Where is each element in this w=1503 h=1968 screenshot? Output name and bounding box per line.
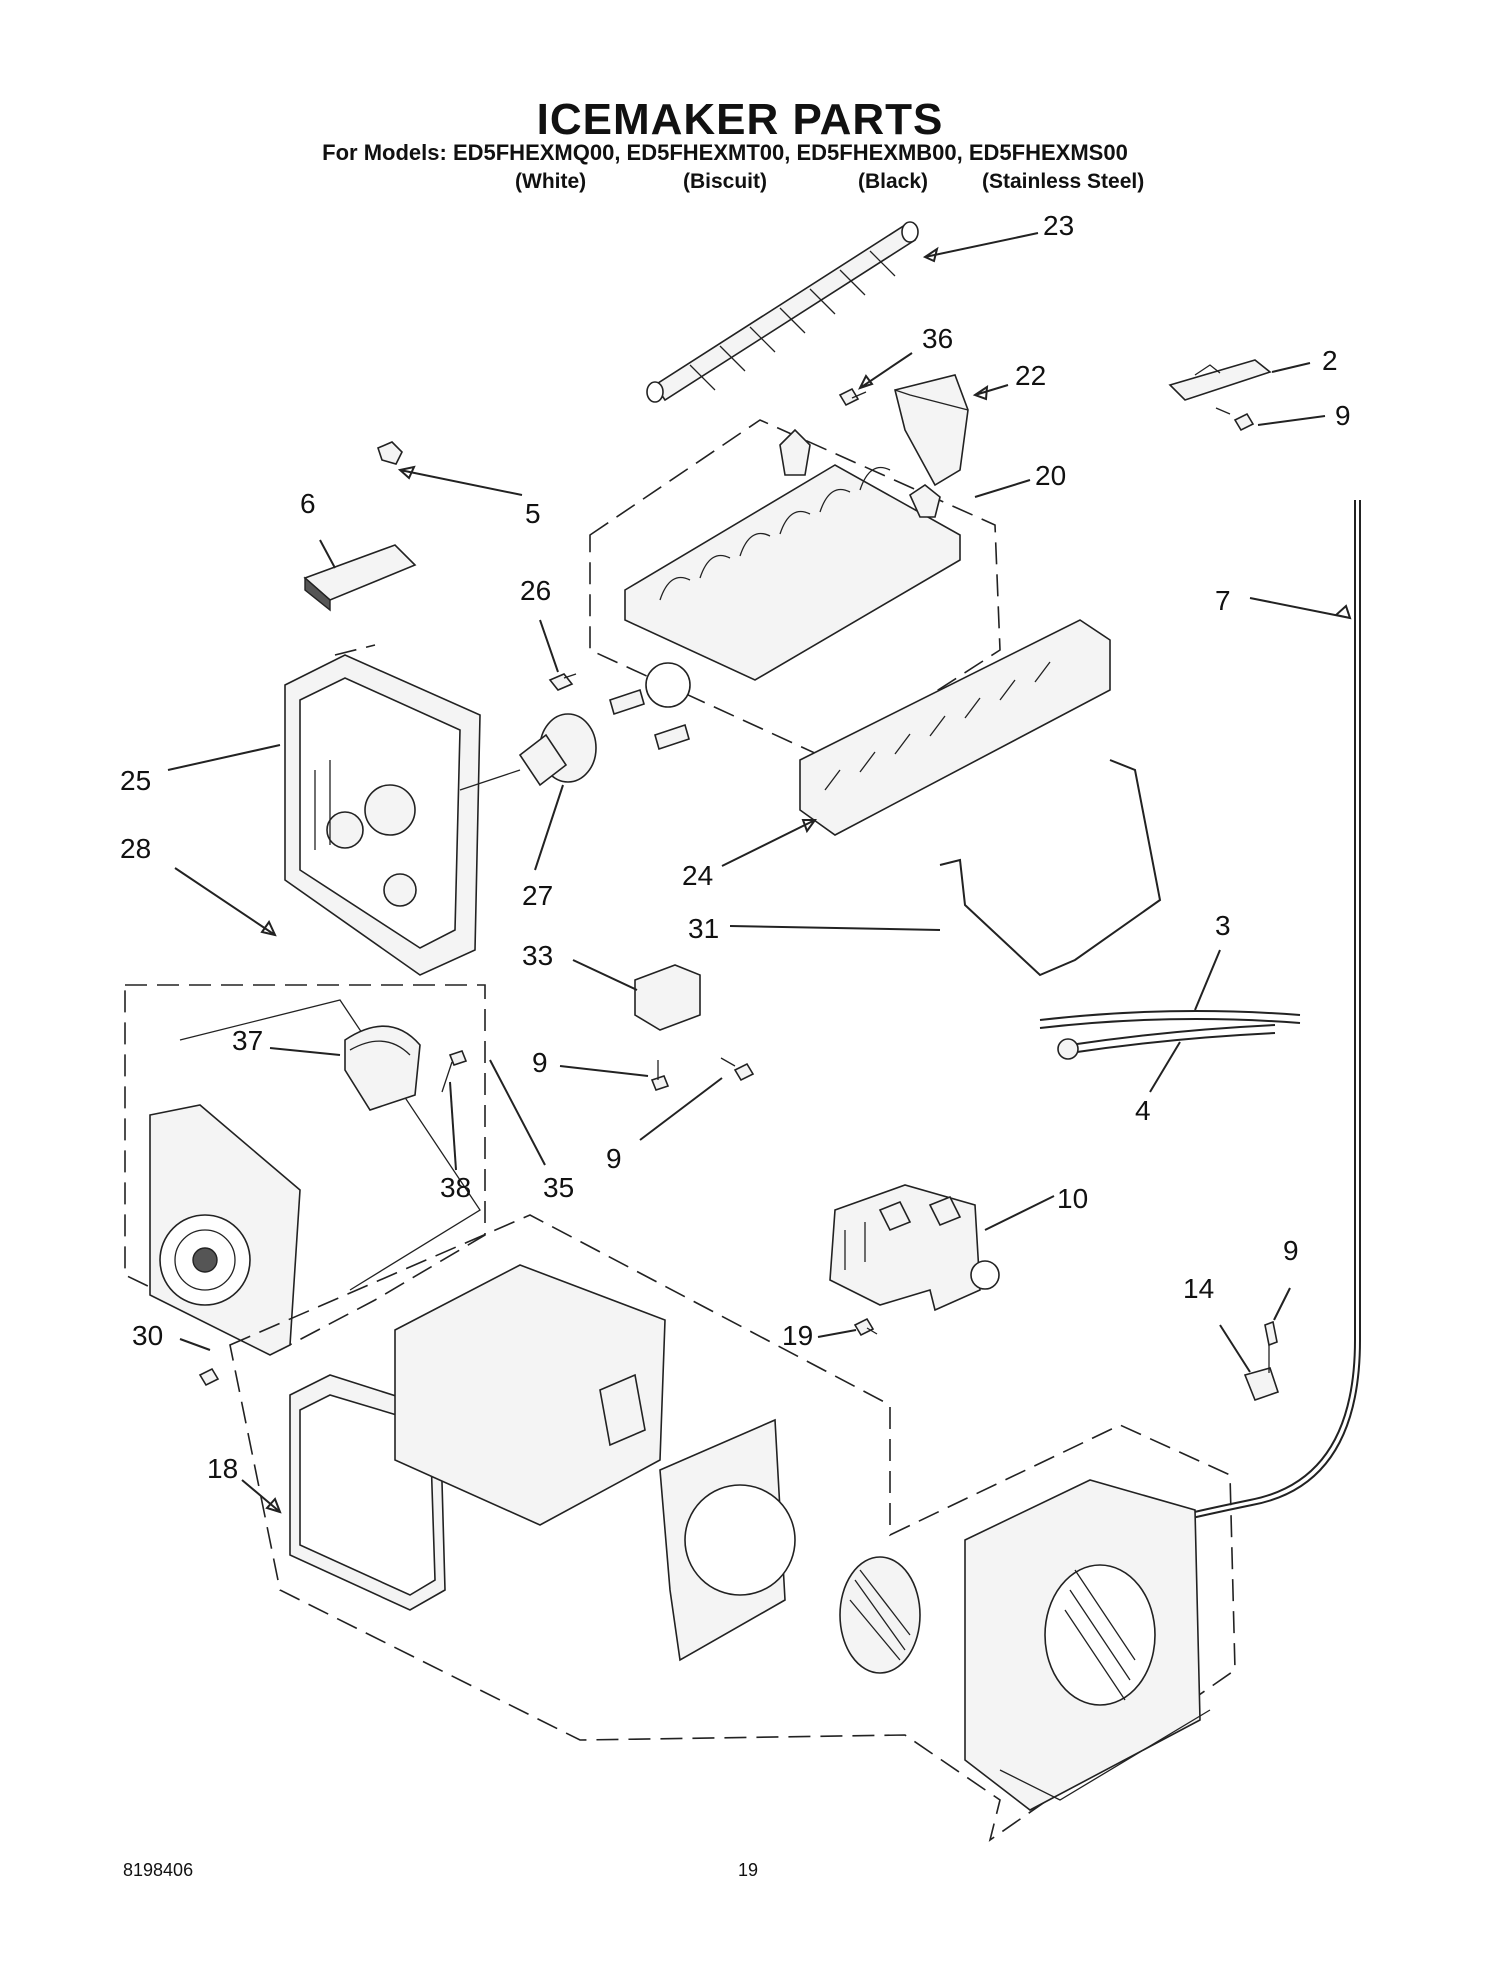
color-biscuit: (Biscuit) xyxy=(683,170,767,193)
part-14-clip xyxy=(1243,1367,1280,1402)
part-2-bracket xyxy=(1168,359,1272,401)
callout-23: 23 xyxy=(1043,210,1074,241)
callout-14: 14 xyxy=(1183,1273,1214,1304)
leader-lines xyxy=(167,232,1352,1514)
callout-9-mid: 9 xyxy=(532,1047,548,1078)
callout-36: 36 xyxy=(922,323,953,354)
part-20-mold xyxy=(589,419,1001,761)
part-18-icemaker-assembly xyxy=(229,1214,1236,1842)
part-9-screw-top xyxy=(1215,407,1255,432)
part-30-module-plate xyxy=(149,1104,301,1387)
callout-10: 10 xyxy=(1057,1183,1088,1214)
callout-numbers: 23 36 22 2 9 5 20 6 26 7 25 28 27 24 31 … xyxy=(120,210,1351,1484)
callout-7: 7 xyxy=(1215,585,1231,616)
part-6-insulation-tape xyxy=(303,544,417,612)
part-9-screw-right xyxy=(1264,1320,1278,1373)
part-3-tube xyxy=(1039,1010,1301,1029)
callout-28: 28 xyxy=(120,833,151,864)
part-19-screw xyxy=(853,1317,878,1337)
part-26-clip xyxy=(548,673,577,691)
part-5-clip xyxy=(377,441,403,465)
callout-18: 18 xyxy=(207,1453,238,1484)
callout-27: 27 xyxy=(522,880,553,911)
part-36-screw xyxy=(838,387,867,407)
callout-2: 2 xyxy=(1322,345,1338,376)
callout-22: 22 xyxy=(1015,360,1046,391)
callout-9-right: 9 xyxy=(1283,1235,1299,1266)
callout-25: 25 xyxy=(120,765,151,796)
color-white: (White) xyxy=(515,170,587,193)
part-4-tube xyxy=(1057,1024,1276,1060)
part-9-screws-mid xyxy=(650,1057,755,1091)
callout-26: 26 xyxy=(520,575,551,606)
callout-9-lower: 9 xyxy=(606,1143,622,1174)
doc-number: 8198406 xyxy=(123,1860,194,1880)
callout-4: 4 xyxy=(1135,1095,1151,1126)
callout-33: 33 xyxy=(522,940,553,971)
callout-9-top: 9 xyxy=(1335,400,1351,431)
callout-5: 5 xyxy=(525,498,541,529)
part-24-cover xyxy=(799,619,1111,836)
callout-3: 3 xyxy=(1215,910,1231,941)
part-33-bracket xyxy=(634,964,701,1031)
part-10-water-valve xyxy=(829,1184,1000,1312)
part-35-module-box xyxy=(124,984,486,1351)
part-25-housing xyxy=(284,644,481,976)
callout-38: 38 xyxy=(440,1172,471,1203)
callout-24: 24 xyxy=(682,860,713,891)
color-stainless-steel: (Stainless Steel) xyxy=(982,170,1145,193)
part-27-motor xyxy=(459,713,597,791)
page-title: ICEMAKER PARTS xyxy=(536,95,944,144)
callout-31: 31 xyxy=(688,913,719,944)
color-black: (Black) xyxy=(858,170,929,193)
page-number: 19 xyxy=(738,1860,759,1880)
part-31-shutoff-arm xyxy=(939,759,1162,977)
callout-30: 30 xyxy=(132,1320,163,1351)
part-22-fill-cup xyxy=(894,374,969,487)
part-37-drive-motor xyxy=(344,1025,421,1111)
callout-20: 20 xyxy=(1035,460,1066,491)
models-line: For Models: ED5FHEXMQ00, ED5FHEXMT00, ED… xyxy=(322,140,1128,165)
callout-6: 6 xyxy=(300,488,316,519)
callout-35: 35 xyxy=(543,1172,574,1203)
part-fan-housing xyxy=(964,1479,1211,1811)
part-23-ejector xyxy=(646,221,919,403)
callout-19: 19 xyxy=(782,1320,813,1351)
part-38-screw xyxy=(441,1050,468,1093)
callout-37: 37 xyxy=(232,1025,263,1056)
